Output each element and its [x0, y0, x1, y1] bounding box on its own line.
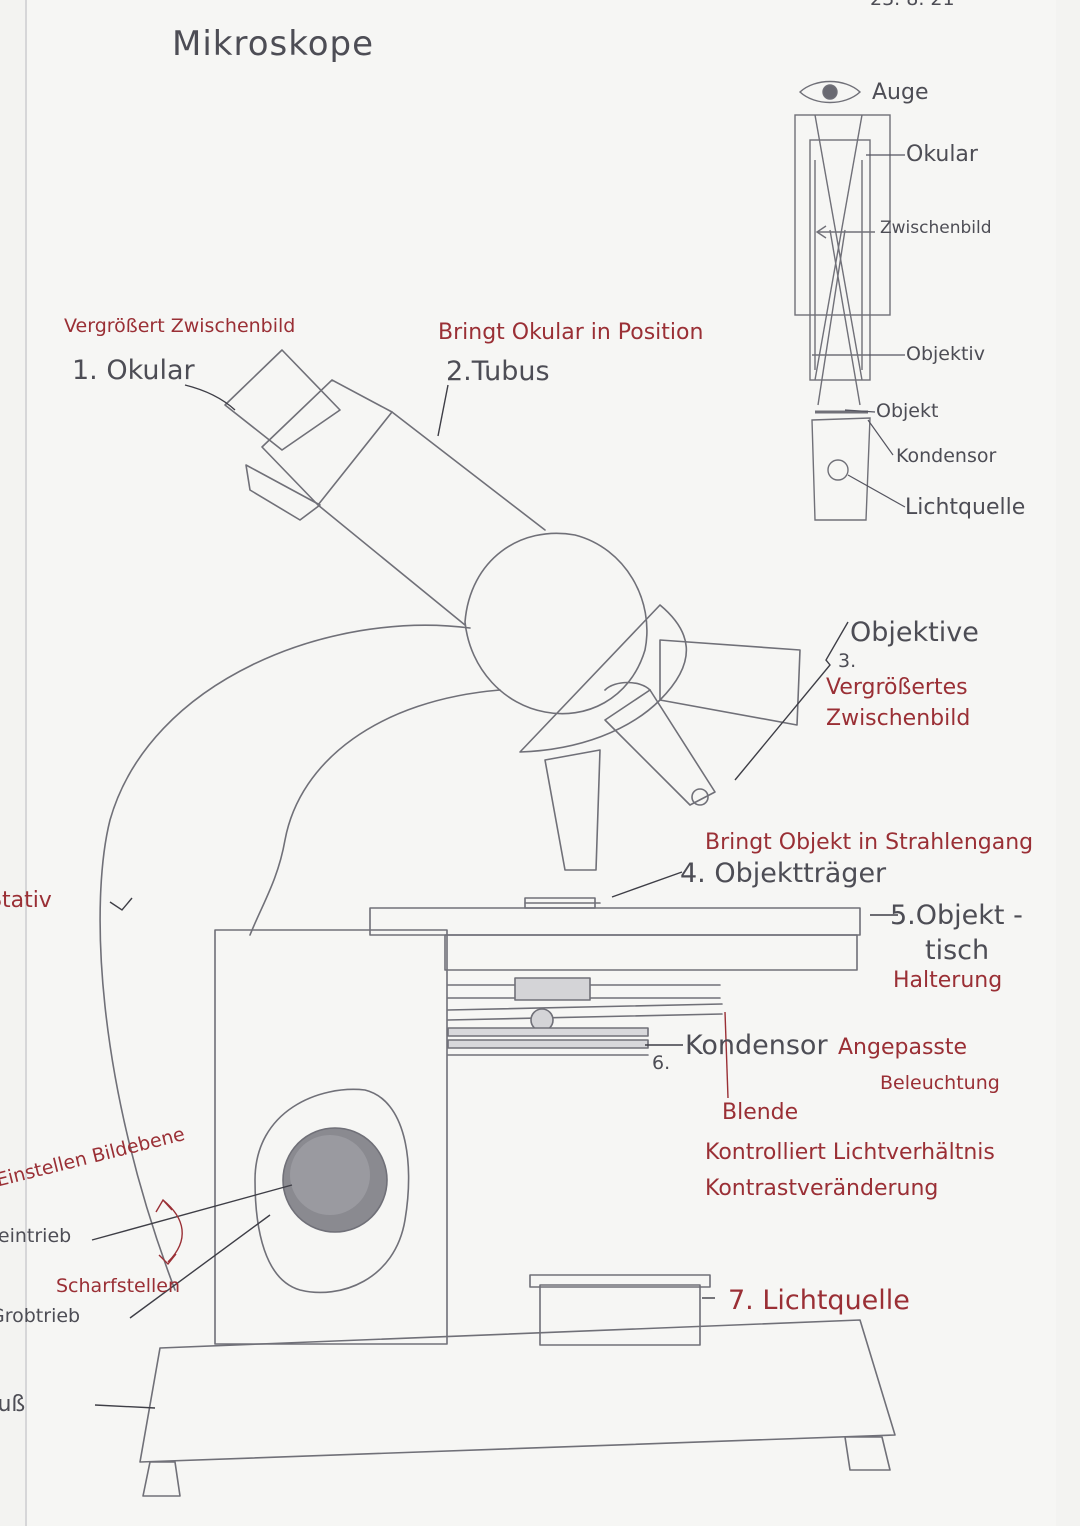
- lamp-top: [529, 1274, 711, 1288]
- revolver-head: [464, 532, 648, 715]
- leader-stativ: [109, 897, 133, 911]
- eye-iris: [822, 84, 838, 100]
- label-fuss: Fuß: [0, 1392, 26, 1417]
- label-objekttisch-2: tisch: [925, 935, 990, 966]
- label-tubus: 2.Tubus: [446, 356, 550, 387]
- lamp-housing: [539, 1284, 701, 1346]
- leader-okular: [184, 384, 236, 411]
- label-okular: 1. Okular: [72, 355, 195, 386]
- focus-arrowhead-down: [158, 1253, 177, 1266]
- schematic-tube-outer: [794, 114, 891, 316]
- label-lichtquelle-schem: Lichtquelle: [905, 495, 1026, 520]
- label-okular-desc: Vergrößert Zwischenbild: [64, 315, 296, 337]
- leader-kondensor-schem: [867, 419, 894, 456]
- label-kondensor-desc-1: Angepasste: [838, 1035, 968, 1060]
- leader-licht-schem: [847, 474, 906, 508]
- leader-objektive: [734, 621, 849, 781]
- leader-feintrieb: [91, 1184, 293, 1241]
- eyepiece-collar: [245, 464, 321, 521]
- label-objektive: Objektive: [850, 617, 979, 648]
- label-kondensor-desc-2: Beleuchtung: [880, 1072, 1000, 1094]
- label-auge: Auge: [872, 80, 929, 105]
- base-foot-right: [844, 1436, 891, 1471]
- label-objekttraeger-desc: Bringt Objekt in Strahlengang: [705, 830, 1034, 855]
- page-date: 23. 8. 21: [870, 0, 955, 10]
- label-stativ: Stativ: [0, 888, 52, 913]
- leader-tubus: [437, 384, 449, 437]
- label-lichtquelle: 7. Lichtquelle: [728, 1285, 910, 1316]
- label-objektive-num: 3.: [838, 650, 857, 672]
- focus-arrowhead-up: [155, 1198, 173, 1213]
- objective-angled: [604, 689, 716, 806]
- stand-body: [214, 929, 448, 1345]
- label-grobtrieb: Grobtrieb: [0, 1305, 81, 1327]
- label-blende-desc-2: Kontrastveränderung: [705, 1176, 939, 1201]
- label-kondensor-num: 6.: [652, 1052, 671, 1074]
- schematic-bulb: [827, 459, 849, 481]
- label-objekttraeger: 4. Objektträger: [680, 858, 887, 889]
- label-blende-desc-1: Kontrolliert Lichtverhältnis: [705, 1140, 995, 1165]
- stage-lower: [444, 934, 858, 971]
- label-kondensor-schem: Kondensor: [896, 445, 997, 467]
- condenser-arm-top: [447, 1003, 723, 1011]
- leader-objekttraeger: [611, 871, 683, 898]
- label-okular-schem: Okular: [906, 142, 978, 167]
- leader-grobtrieb: [129, 1214, 271, 1319]
- paper-sheet: [26, 0, 1056, 1526]
- tube-outline: [317, 411, 546, 626]
- schematic-tube-inner: [809, 139, 871, 381]
- label-objektiv-schem: Objektiv: [906, 343, 985, 365]
- focus-knob-ring: [254, 1088, 410, 1294]
- main-leaders: [91, 384, 898, 1409]
- ray-3: [829, 229, 861, 406]
- ray-4: [817, 229, 846, 406]
- zwischenbild-arrowhead: [815, 225, 827, 239]
- stand-arm-outer: [99, 624, 471, 1291]
- leader-fuss: [94, 1404, 156, 1409]
- eyepiece-cap: [224, 349, 341, 451]
- label-tubus-desc: Bringt Okular in Position: [438, 320, 704, 345]
- schematic-leaders: [844, 154, 906, 508]
- eye-icon: [798, 80, 862, 104]
- condenser-plate-2: [447, 1039, 649, 1049]
- label-objektive-desc-2: Zwischenbild: [826, 706, 971, 731]
- label-grobtrieb-desc: Scharfstellen: [56, 1275, 181, 1297]
- objective-down: [544, 749, 601, 871]
- base-foot-left: [142, 1461, 181, 1497]
- optical-path-schematic: [794, 80, 891, 521]
- condenser-block: [514, 977, 591, 1001]
- page-title: Mikroskope: [172, 24, 374, 64]
- label-objekttisch-1: 5.Objekt -: [890, 900, 1023, 931]
- label-halterung: Halterung: [893, 968, 1003, 993]
- condenser-arm-bottom: [447, 1013, 723, 1021]
- objective-right: [659, 639, 801, 726]
- leader-blende: [724, 1011, 729, 1099]
- ray-2: [814, 114, 863, 381]
- focus-arrow: [162, 1199, 183, 1263]
- nosepiece-inner: [604, 681, 651, 691]
- label-blende: Blende: [722, 1100, 799, 1125]
- label-objektive-desc-1: Vergrößertes: [826, 675, 968, 700]
- objective-lens: [691, 788, 709, 806]
- label-feintrieb: Feintrieb: [0, 1225, 72, 1247]
- stand-arm-inner: [249, 689, 501, 936]
- focus-knob-texture: [290, 1135, 370, 1215]
- schematic-condenser: [811, 417, 871, 521]
- leader-objekt-schem: [844, 409, 876, 413]
- condenser-plate-1: [447, 1027, 649, 1037]
- label-zwischenbild-schem: Zwischenbild: [880, 218, 992, 238]
- label-objekt-schem: Objekt: [876, 400, 939, 422]
- label-kondensor: Kondensor: [685, 1030, 828, 1061]
- base-outline: [139, 1319, 896, 1463]
